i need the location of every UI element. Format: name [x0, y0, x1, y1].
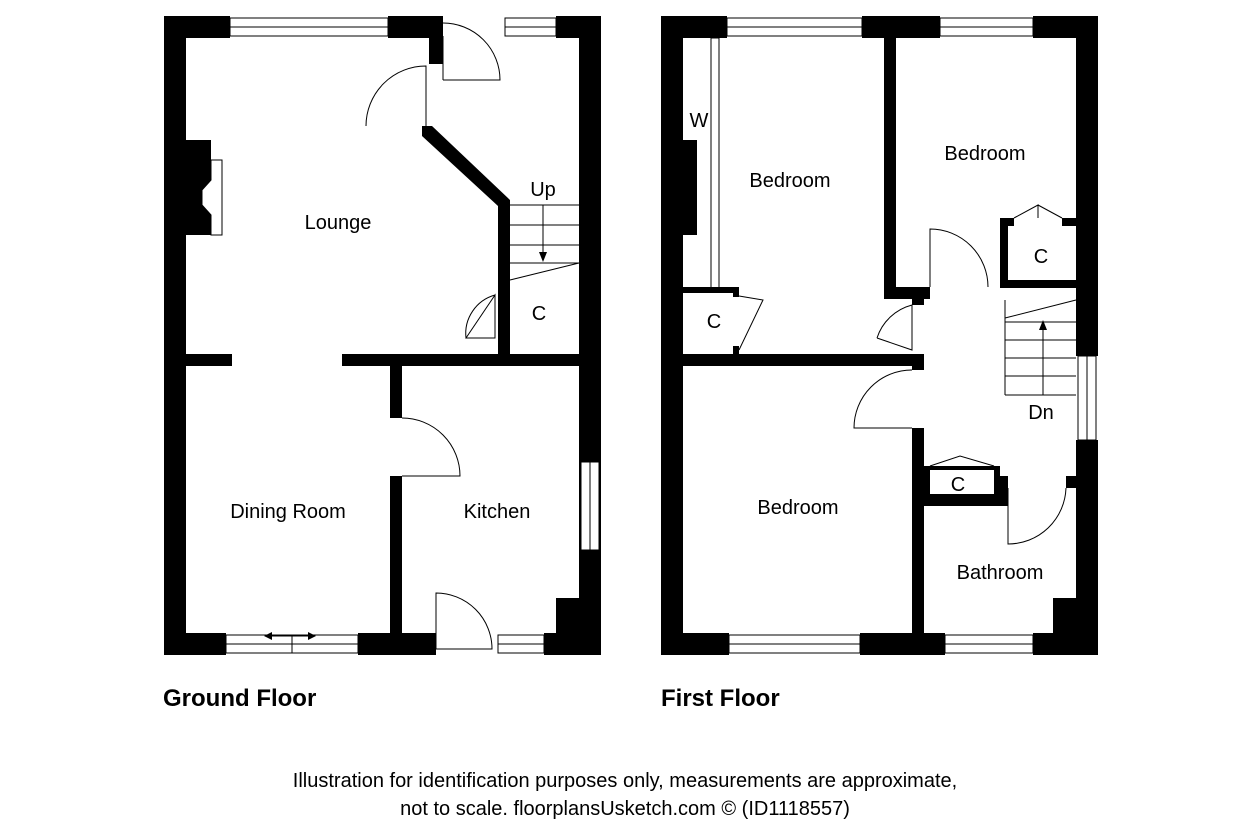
ground-outer-wall-top-left	[164, 16, 230, 38]
first-outer-wall-bottom-mid	[860, 633, 945, 655]
first-label-bathroom: Bathroom	[957, 562, 1044, 584]
first-cupboard-landing	[924, 455, 1008, 506]
ground-wall-lounge-dining-left	[186, 354, 232, 366]
first-outer-wall-right-top	[1076, 16, 1098, 356]
first-wall-bedroom-right-right	[1076, 200, 1098, 300]
first-label-cupboard-right: C	[1034, 246, 1048, 268]
ground-wall-corner	[556, 598, 601, 655]
first-wall-corner	[1053, 598, 1098, 655]
ground-lounge-door-swing	[365, 65, 427, 127]
ground-wall-dining-kitchen-top	[390, 366, 402, 418]
ground-floor-title: Ground Floor	[163, 685, 316, 712]
first-label-bedroom-front-right: Bedroom	[944, 143, 1025, 165]
ground-wall-lounge-dining-right	[342, 354, 579, 366]
first-wall-bedrooms-divider	[884, 38, 896, 296]
disclaimer-line-1: Illustration for identification purposes…	[293, 770, 957, 792]
ground-label-lounge: Lounge	[305, 212, 372, 234]
first-wall-bathroom-stub	[1066, 476, 1098, 488]
first-door-bedroom-rear	[853, 369, 913, 429]
first-label-bedroom-rear: Bedroom	[757, 497, 838, 519]
first-label-cupboard-landing: C	[951, 474, 965, 496]
ground-kitchen-door-swing	[401, 417, 461, 477]
ground-fireplace-hearth	[201, 159, 223, 236]
disclaimer-line-2: not to scale. floorplansUsketch.com © (I…	[400, 798, 850, 820]
first-stairs	[1004, 299, 1077, 396]
first-wall-landing-left	[912, 287, 924, 305]
ground-outer-wall-bottom-left	[164, 633, 226, 655]
first-cupboard-right	[1000, 204, 1076, 288]
ground-outer-wall-top-right	[556, 16, 601, 38]
first-cupboard-left	[683, 287, 764, 354]
first-wall-front-rear	[683, 354, 924, 366]
first-floor-plan: W Bedroom Bedroom C C Dn C Bedroom Bathr…	[661, 16, 1098, 655]
ground-hall-diagonal-wall	[422, 126, 510, 355]
ground-label-kitchen: Kitchen	[464, 501, 531, 523]
first-outer-wall-top-left	[661, 16, 727, 38]
ground-label-stairs-up: Up	[530, 179, 556, 201]
ground-cupboard-door	[465, 293, 496, 339]
ground-label-cupboard: C	[532, 303, 546, 325]
first-outer-wall-bottom-left	[661, 633, 729, 655]
first-label-wardrobe: W	[690, 110, 709, 132]
first-door-bathroom	[1007, 487, 1067, 545]
first-outer-wall-left	[661, 16, 683, 655]
first-chimney-breast	[683, 140, 697, 235]
ground-outer-wall-bottom-mid	[358, 633, 436, 655]
first-wall-rear-bedroom-right	[912, 428, 924, 633]
ground-stairs	[509, 204, 580, 281]
first-label-cupboard-left: C	[707, 311, 721, 333]
first-outer-wall-top-right	[1033, 16, 1098, 38]
ground-outer-wall-right	[579, 16, 601, 655]
first-outer-wall-top-mid	[862, 16, 940, 38]
ground-front-door-swing	[442, 22, 501, 81]
first-label-stairs-down: Dn	[1028, 402, 1054, 424]
first-floor-title: First Floor	[661, 685, 780, 712]
ground-wall-dining-kitchen-bottom	[390, 476, 402, 633]
first-wall-bathroom-top	[924, 494, 1008, 506]
first-door-bedroom-right	[929, 228, 989, 288]
ground-label-dining-room: Dining Room	[230, 501, 346, 523]
ground-outer-wall-left	[164, 16, 186, 655]
ground-hall-wall-stub	[429, 16, 443, 64]
ground-back-door-swing	[435, 592, 493, 650]
first-label-bedroom-front-left: Bedroom	[749, 170, 830, 192]
first-wardrobe	[710, 37, 720, 289]
ground-floor-plan: Lounge Up C Dining Room Kitchen	[164, 16, 601, 655]
first-door-bedroom-left	[876, 305, 913, 351]
first-wall-landing-left-lower	[912, 354, 924, 370]
